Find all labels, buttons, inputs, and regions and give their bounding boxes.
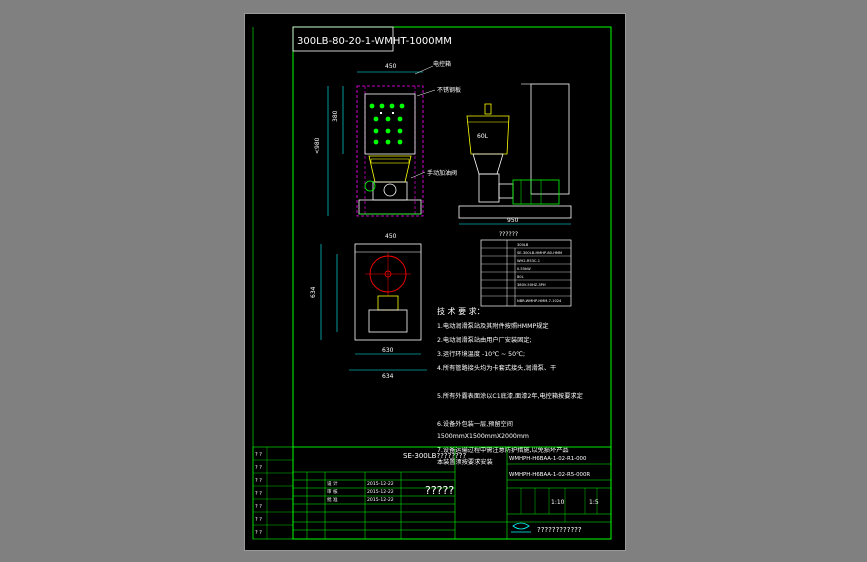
plan-dim-top: 450 <box>385 233 397 240</box>
drawing-number-2: WMHPH-H6BAA-1-02-R5-000R <box>509 472 590 478</box>
plan-dim-bottom: 630 <box>382 347 394 354</box>
scale-1: 1:10 <box>551 499 565 506</box>
technical-notes: 技 术 要 求： 1.电动润滑泵站及其附件按照HMMP规定 2.电动润滑泵站由用… <box>437 306 583 466</box>
spec-row: NBR-WMHP-HMM-7-1024 <box>517 299 562 303</box>
revision-column <box>252 446 294 540</box>
rev-qmark: ? ? <box>255 491 262 497</box>
side-dim-total: <980 <box>314 137 321 154</box>
notes-title: 技 术 要 求： <box>437 306 485 316</box>
signer-role: 设 计 <box>327 480 338 487</box>
rev-qmark: ? ? <box>255 504 262 510</box>
sign-date: 2015-12-22 <box>367 489 394 495</box>
top-code: 300LB-80-20-1-WMHT-1000MM <box>297 36 452 47</box>
cabinet-outline <box>356 85 424 217</box>
spec-row: 0.55kW <box>517 267 531 271</box>
spec-row: SE-300LB-HMHP-80-HMM <box>517 251 562 255</box>
company-logo-icon <box>511 522 531 533</box>
note-line: 7.设备运输过程中需注意防护措施,以免损坏产品 <box>437 446 569 454</box>
signer-role: 批 准 <box>327 496 338 503</box>
indicator-lights <box>369 103 405 145</box>
note-line: 1.电动润滑泵站及其附件按照HMMP规定 <box>437 322 549 330</box>
tank-label: 60L <box>477 133 489 140</box>
spec-row: WH2-R53C-1 <box>517 259 540 263</box>
callout-oil-inlet: 手动加油阀 <box>427 169 457 177</box>
rev-qmark: ? ? <box>255 452 262 458</box>
rev-qmark: ? ? <box>255 517 262 523</box>
side-view: 60L 950 ?????? <box>458 83 572 238</box>
code-box <box>292 26 394 52</box>
note-line: 4.所有管路接头均为卡套式接头,润滑泵、干 <box>437 364 556 372</box>
center-label: ????? <box>425 484 454 497</box>
plan-view: 450 634 630 634 <box>310 233 427 380</box>
callout-power-box: 电控箱 <box>433 60 451 68</box>
company-name: ???????????? <box>537 526 582 534</box>
signer-role: 审 核 <box>327 488 338 495</box>
scale-2: 1:5 <box>589 499 599 506</box>
sign-date: 2015-12-22 <box>367 481 394 487</box>
cad-drawing: 300LB-80-20-1-WMHT-1000MM 450 <980 3 <box>252 26 612 540</box>
side-caption: ?????? <box>499 231 518 238</box>
callout-panel: 不锈钢板 <box>437 86 461 94</box>
rev-qmark: ? ? <box>255 465 262 471</box>
top-dim: 450 <box>385 63 397 70</box>
front-view: 450 <980 380 电控箱 不锈钢板 <box>314 60 461 217</box>
side-dim-panel: 380 <box>332 110 339 122</box>
spec-row: 80L <box>517 275 524 279</box>
note-line: 本装置须按要求安装 <box>437 458 493 466</box>
title-block <box>292 446 612 540</box>
rev-qmark: ? ? <box>255 530 262 536</box>
drawing-sheet: 300LB-80-20-1-WMHT-1000MM 450 <980 3 <box>244 13 626 551</box>
plan-dim-left: 634 <box>310 286 317 298</box>
plan-dim-overall: 634 <box>382 373 394 380</box>
product-name: SE-300LB???????? <box>403 452 466 460</box>
note-line: 1500mmX1500mmX2000mm <box>437 433 529 440</box>
sign-date: 2015-12-22 <box>367 497 394 503</box>
drawing-number-1: WMHPH-H6BAA-1-02-R1-000 <box>509 456 587 462</box>
side-width-dim: 950 <box>507 217 519 224</box>
note-line: 5.所有外露表面涂以C1底漆,面漆2年,电控箱按要求定 <box>437 392 583 400</box>
note-line: 6.设备外包装一层,预留空间 <box>437 420 513 428</box>
note-line: 3.运行环境温度 -10℃ ~ 50℃; <box>437 350 525 358</box>
spec-row: 380V-50HZ-3PH <box>517 283 546 287</box>
note-line: 2.电动润滑泵站由用户厂安装固定; <box>437 336 532 344</box>
spec-row: 300LB <box>517 243 529 247</box>
spec-table: 300LB SE-300LB-HMHP-80-HMM WH2-R53C-1 0.… <box>480 239 572 307</box>
rev-qmark: ? ? <box>255 478 262 484</box>
